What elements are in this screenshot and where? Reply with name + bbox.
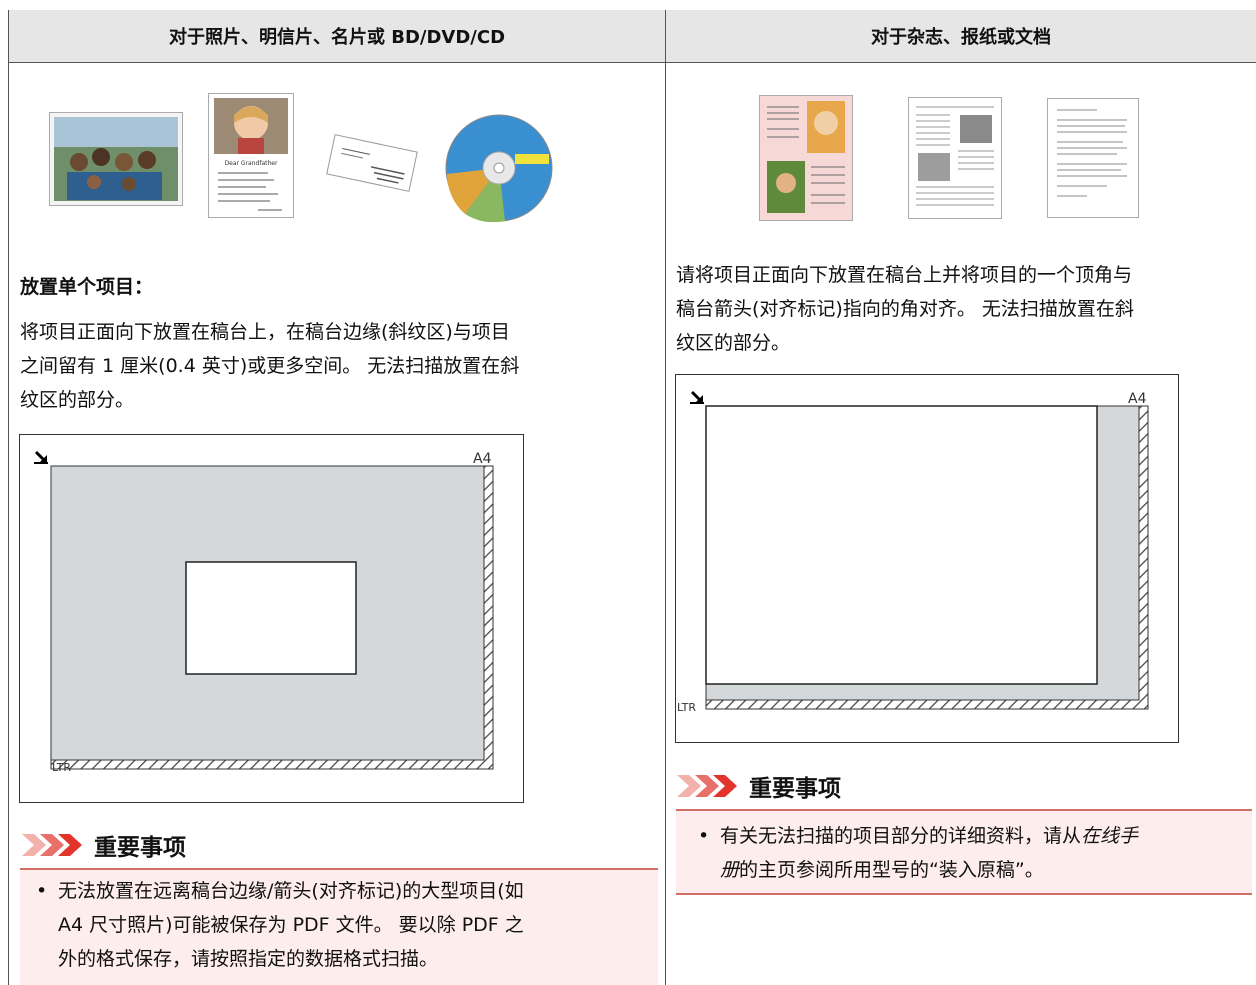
right-important-box: • 有关无法扫描的项目部分的详细资料，请从在线手 册的主页参阅所用型号的“装入原… [676, 809, 1252, 895]
left-para-line-1: 将项目正面向下放置在稿台上，在稿台边缘(斜纹区)与项目 [20, 321, 510, 343]
left-important-line-1: 无法放置在远离稿台边缘/箭头(对齐标记)的大型项目(如 [58, 880, 524, 902]
single-item-heading: 放置单个项目： [20, 276, 154, 298]
chevrons-icon [22, 834, 82, 856]
left-important-title: 重要事项 [22, 828, 186, 862]
column-divider [665, 10, 666, 985]
column-header-photos: 对于照片、明信片、名片或 BD/DVD/CD [9, 10, 665, 62]
postcard-thumbnail: Dear Grandfather [208, 93, 294, 218]
online-manual-link[interactable]: 在线手 [1081, 825, 1139, 847]
left-para-line-3: 纹区的部分。 [20, 389, 135, 411]
right-important-line-1: 有关无法扫描的项目部分的详细资料，请从在线手 [720, 825, 1139, 847]
header-divider [8, 62, 1256, 63]
right-important-title: 重要事项 [677, 769, 841, 803]
platen-diagram-document: A4 LTR [675, 374, 1179, 743]
svg-text:LTR: LTR [52, 761, 71, 774]
alignment-arrow-icon [690, 390, 704, 404]
disc-thumbnail [445, 114, 553, 222]
bullet-dot: • [698, 825, 710, 847]
online-manual-link-cont[interactable]: 册 [720, 859, 740, 881]
left-para-line-2: 之间留有 1 厘米(0.4 英寸)或更多空间。 无法扫描放置在斜 [20, 355, 520, 377]
magazine-thumbnail [759, 95, 853, 221]
chevrons-icon [677, 775, 737, 797]
newspaper-thumbnail [908, 97, 1002, 219]
column-header-documents: 对于杂志、报纸或文档 [666, 10, 1256, 62]
left-important-box: • 无法放置在远离稿台边缘/箭头(对齐标记)的大型项目(如 A4 尺寸照片)可能… [20, 868, 658, 985]
right-para-line-2: 稿台箭头(对齐标记)指向的角对齐。 无法扫描放置在斜 [676, 298, 1134, 320]
platen-diagram-single-item: A4 LTR [19, 434, 524, 803]
right-para-line-1: 请将项目正面向下放置在稿台上并将项目的一个顶角与 [676, 264, 1133, 286]
svg-text:LTR: LTR [677, 701, 696, 714]
svg-text:A4: A4 [1128, 391, 1147, 407]
photo-thumbnail [49, 112, 183, 206]
svg-text:A4: A4 [473, 451, 492, 467]
svg-text:Dear Grandfather: Dear Grandfather [225, 160, 278, 167]
left-important-line-2: A4 尺寸照片)可能被保存为 PDF 文件。 要以除 PDF 之 [58, 914, 524, 936]
right-important-line-2: 册的主页参阅所用型号的“装入原稿”。 [720, 859, 1044, 881]
alignment-arrow-icon [34, 450, 48, 464]
right-para-line-3: 纹区的部分。 [676, 332, 791, 354]
business-card-thumbnail [326, 134, 418, 192]
left-important-line-3: 外的格式保存，请按照指定的数据格式扫描。 [58, 948, 439, 970]
document-thumbnail [1047, 98, 1139, 218]
bullet-dot: • [36, 880, 48, 902]
